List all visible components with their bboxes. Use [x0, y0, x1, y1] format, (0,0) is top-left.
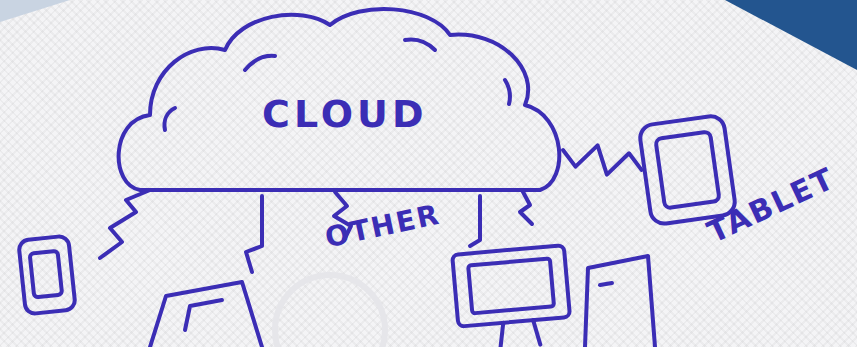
zigzag-link [520, 190, 532, 224]
background-corner [725, 0, 857, 70]
napkin-emboss [275, 275, 385, 347]
tablet-device: TABLET [630, 110, 845, 270]
zigzag-link [100, 190, 150, 258]
laptop-device [150, 282, 262, 347]
zigzag-link [563, 145, 642, 174]
background-corner [0, 0, 70, 22]
cloud-shape: CLOUD [105, 0, 575, 200]
line-link [246, 196, 262, 272]
phone-device [18, 236, 75, 315]
tower-device [585, 256, 655, 347]
monitor-device [452, 245, 572, 347]
cloud-label: CLOUD [262, 92, 427, 136]
device-label: OTHER [322, 198, 443, 255]
device-label: TABLET [702, 160, 840, 249]
line-link [470, 196, 480, 246]
